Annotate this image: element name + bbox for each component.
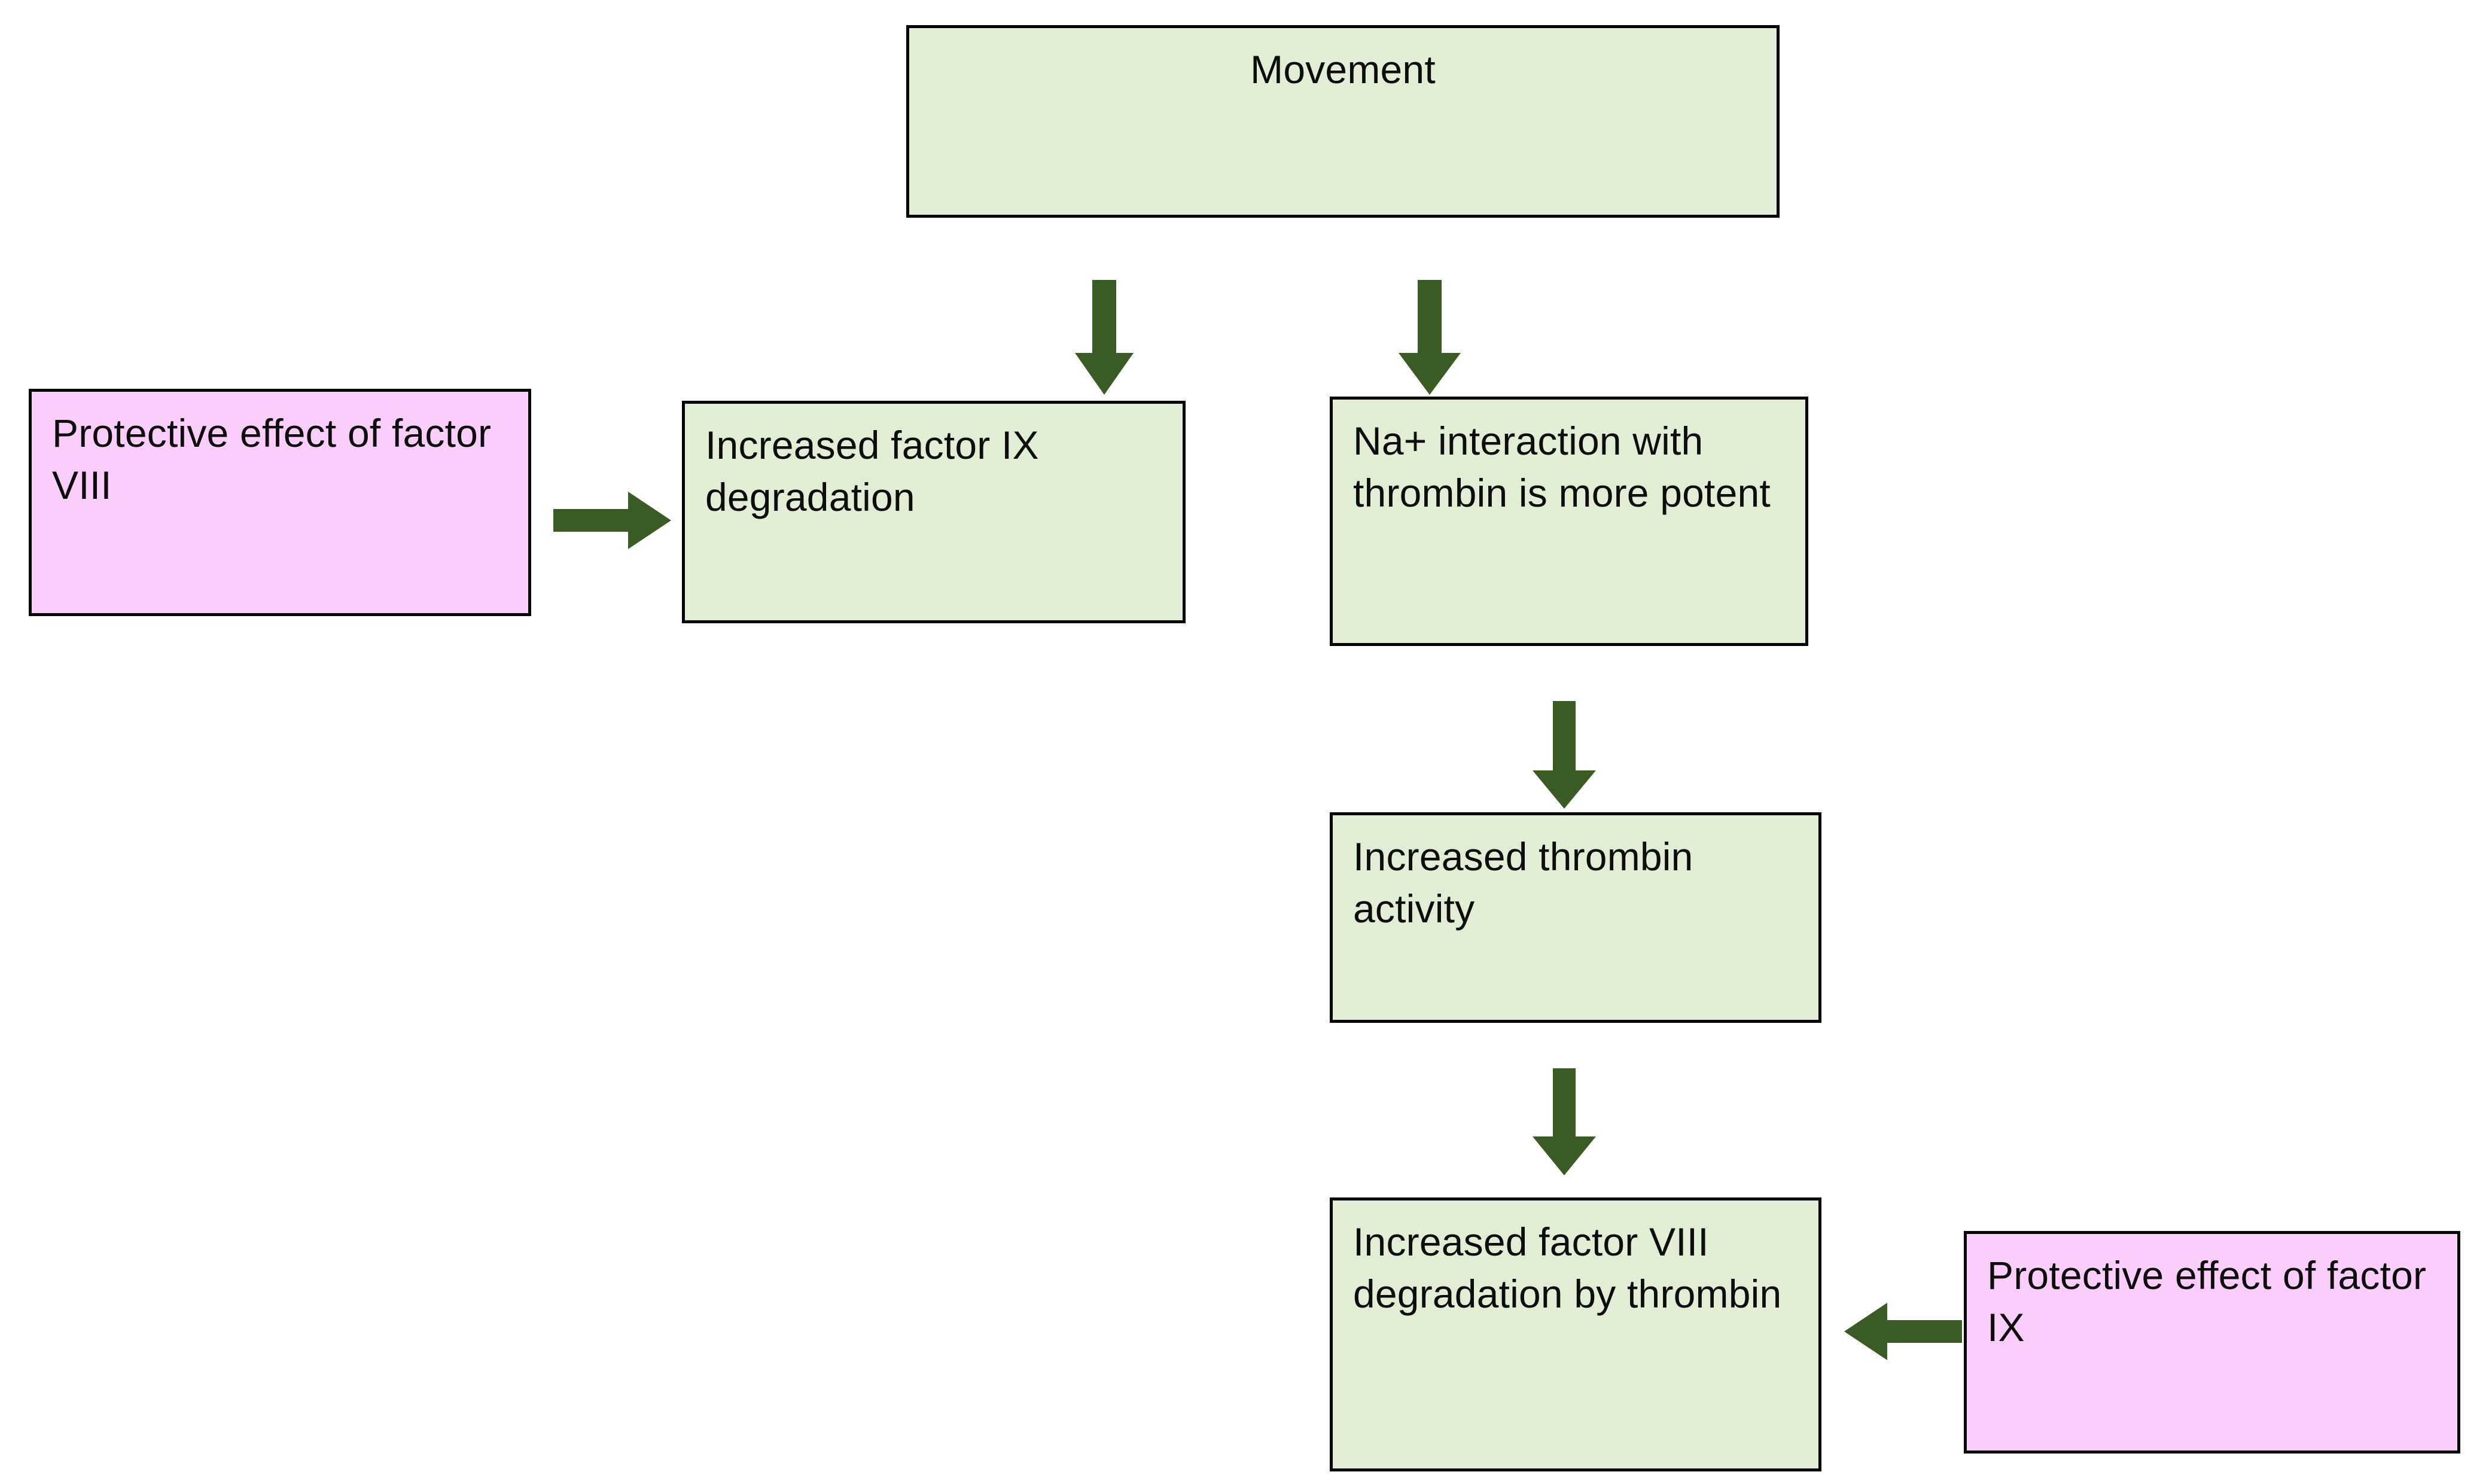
arrow-movement-to-na-interaction xyxy=(1399,280,1461,395)
node-na-interaction-thrombin-label: Na+ interaction with thrombin is more po… xyxy=(1353,419,1771,516)
node-increased-thrombin-activity-label: Increased thrombin activity xyxy=(1353,834,1693,931)
arrow-na-interaction-to-thrombin-activity xyxy=(1533,701,1596,809)
node-movement[interactable]: Movement xyxy=(906,25,1780,218)
arrow-protective-viii-to-ix-degradation xyxy=(553,492,671,549)
node-protective-effect-factor-ix[interactable]: Protective effect of factor IX xyxy=(1964,1231,2460,1453)
arrow-movement-to-ix-degradation xyxy=(1075,280,1134,395)
arrow-protective-ix-to-viii-degradation xyxy=(1844,1303,1962,1360)
node-increased-factor-viii-degradation-by-thrombin[interactable]: Increased factor VIII degradation by thr… xyxy=(1330,1197,1821,1471)
node-na-interaction-thrombin[interactable]: Na+ interaction with thrombin is more po… xyxy=(1330,397,1808,646)
node-increased-factor-ix-degradation[interactable]: Increased factor IX degradation xyxy=(682,401,1186,623)
node-increased-thrombin-activity[interactable]: Increased thrombin activity xyxy=(1330,812,1821,1023)
node-increased-factor-ix-degradation-label: Increased factor IX degradation xyxy=(705,423,1039,520)
node-protective-effect-factor-ix-label: Protective effect of factor IX xyxy=(1987,1253,2427,1350)
node-movement-label: Movement xyxy=(1250,47,1436,92)
node-protective-effect-factor-viii[interactable]: Protective effect of factor VIII xyxy=(29,389,531,616)
node-increased-factor-viii-degradation-by-thrombin-label: Increased factor VIII degradation by thr… xyxy=(1353,1220,1782,1317)
arrow-thrombin-activity-to-viii-degradation xyxy=(1533,1068,1596,1175)
node-protective-effect-factor-viii-label: Protective effect of factor VIII xyxy=(52,411,492,508)
